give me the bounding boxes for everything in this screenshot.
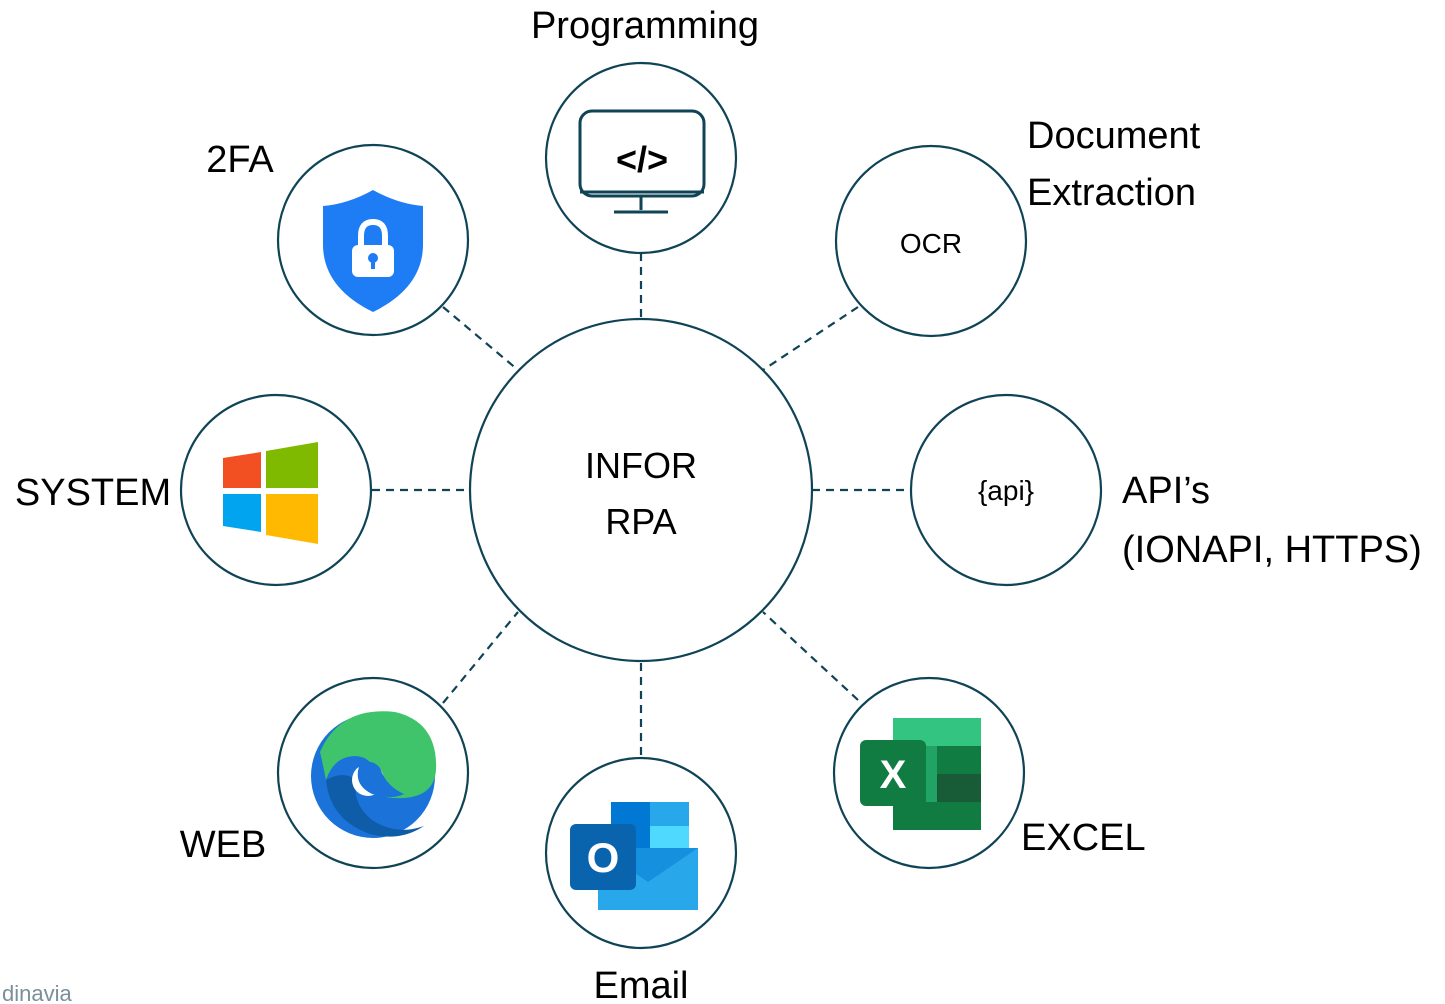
label-excel: EXCEL <box>1021 817 1146 859</box>
connector-web <box>442 611 519 704</box>
node-email: O Email <box>544 756 738 1004</box>
outlook-icon: O <box>570 802 698 910</box>
edge-browser-icon <box>311 711 437 838</box>
center-label-line1: INFOR <box>585 445 697 486</box>
api-text: {api} <box>978 475 1034 506</box>
label-apis: API’s <box>1122 470 1210 512</box>
center-label-line2: RPA <box>605 501 676 542</box>
label-email: Email <box>593 965 688 1004</box>
ocr-text: OCR <box>900 228 962 259</box>
excel-icon: X <box>860 718 981 830</box>
code-symbol: </> <box>616 139 668 180</box>
node-2fa: 2FA <box>206 139 470 337</box>
lock-shield-icon <box>323 190 423 312</box>
node-web: WEB <box>180 676 470 870</box>
connector-ocr <box>762 306 859 371</box>
label-ionapi-https: (IONAPI, HTTPS) <box>1122 529 1422 571</box>
center-node: INFOR RPA <box>468 317 814 663</box>
label-extraction: Extraction <box>1027 172 1196 214</box>
node-excel: X EXCEL <box>832 676 1146 870</box>
excel-letter: X <box>880 753 907 797</box>
node-system: SYSTEM <box>15 393 373 587</box>
watermark-text: dinavia <box>2 981 72 1004</box>
label-document: Document <box>1027 115 1201 157</box>
label-2fa: 2FA <box>206 139 274 181</box>
node-api: {api} API’s (IONAPI, HTTPS) <box>909 393 1422 587</box>
label-web: WEB <box>180 824 267 866</box>
label-programming: Programming <box>531 5 759 47</box>
node-programming: </> Programming <box>531 5 759 255</box>
connector-2fa <box>442 306 519 371</box>
label-system: SYSTEM <box>15 472 171 514</box>
connector-excel <box>762 611 859 701</box>
connectors <box>372 253 911 758</box>
code-monitor-icon: </> <box>578 109 706 214</box>
node-ocr: OCR Document Extraction <box>834 115 1201 338</box>
windows-logo-icon <box>223 442 318 544</box>
outlook-letter: O <box>587 834 620 881</box>
